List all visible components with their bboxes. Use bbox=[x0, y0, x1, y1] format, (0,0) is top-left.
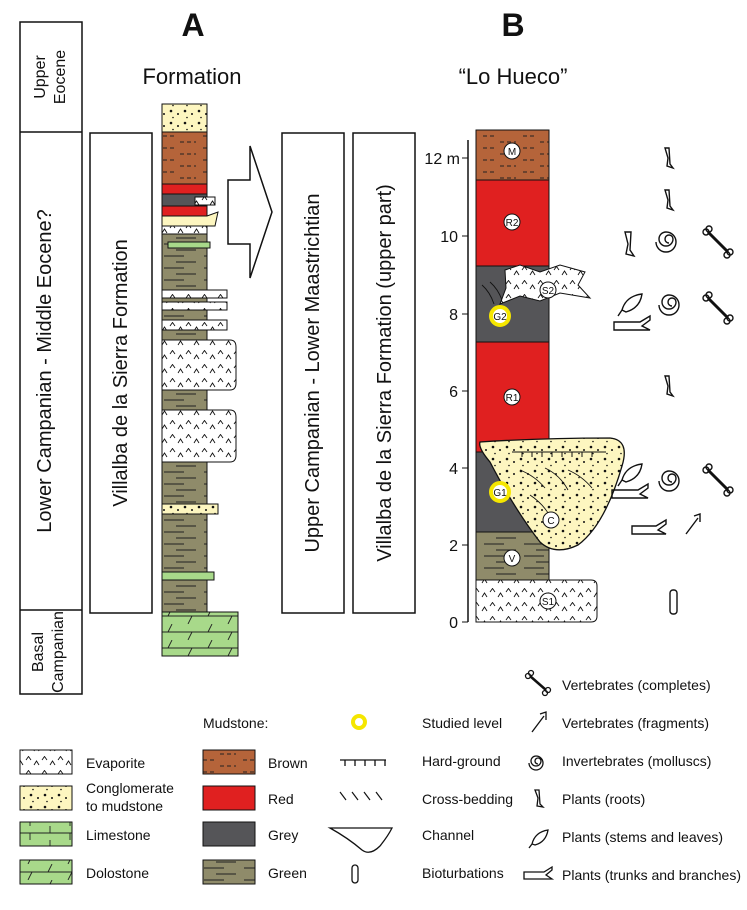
level-s2: S2 bbox=[542, 286, 555, 297]
legend-red: Red bbox=[268, 791, 294, 807]
shell-icon bbox=[658, 470, 680, 492]
svg-text:Villalba de la Sierra Formatio: Villalba de la Sierra Formation (upper p… bbox=[374, 184, 396, 562]
studied-level-icon bbox=[351, 714, 367, 730]
level-m: M bbox=[508, 147, 516, 158]
heading-formation: Formation bbox=[142, 64, 241, 89]
legend-mudstone-title: Mudstone: bbox=[203, 715, 268, 731]
shell-icon bbox=[655, 231, 677, 253]
bone-fragment-legend-icon bbox=[531, 711, 547, 733]
level-c: C bbox=[547, 516, 554, 527]
legend-dolostone: Dolostone bbox=[86, 865, 149, 881]
tick-4: 4 bbox=[449, 461, 458, 478]
bone-fragment-icon bbox=[685, 513, 701, 535]
trunk-icon bbox=[613, 314, 651, 331]
legend-vertebrates-fragments: Vertebrates (fragments) bbox=[562, 715, 709, 731]
legend-hard-ground: Hard-ground bbox=[422, 753, 501, 769]
column-b bbox=[475, 129, 625, 623]
legend-cross-bedding: Cross-bedding bbox=[422, 791, 513, 807]
legend-evaporite: Evaporite bbox=[86, 755, 145, 771]
legend-invertebrates: Invertebrates (molluscs) bbox=[562, 753, 711, 769]
tick-0: 0 bbox=[449, 615, 458, 632]
level-g1: G1 bbox=[493, 488, 507, 499]
trunk-icon bbox=[611, 482, 649, 499]
leaf-legend-icon bbox=[528, 829, 549, 849]
bone-icon bbox=[702, 291, 734, 325]
root-legend-icon bbox=[534, 789, 545, 808]
root-icon bbox=[664, 189, 675, 212]
tick-2: 2 bbox=[449, 538, 458, 555]
legend: Evaporite Conglomerate to mudstone Limes… bbox=[19, 669, 741, 885]
axis-unit-label: 12 m bbox=[424, 151, 460, 168]
age-column: Upper Eocene Lower Campanian - Middle Eo… bbox=[19, 21, 83, 695]
formation-box-villalba-a: Villalba de la Sierra Formation bbox=[89, 132, 153, 614]
level-r2: R2 bbox=[506, 218, 519, 229]
root-icon bbox=[664, 147, 675, 170]
cross-bedding-icon bbox=[339, 791, 383, 801]
age-upper: Upper bbox=[32, 55, 49, 99]
level-markers: M R2 S2 G2 R1 G1 C V S1 bbox=[489, 142, 560, 610]
age-campanian: Campanian bbox=[50, 611, 67, 693]
bioturbation-legend-icon bbox=[351, 864, 359, 884]
leaf-icon bbox=[617, 463, 643, 487]
legend-limestone: Limestone bbox=[86, 827, 151, 843]
fossil-symbols bbox=[611, 147, 734, 615]
age-lower-campanian-middle-eocene: Lower Campanian - Middle Eocene? bbox=[34, 209, 56, 533]
legend-conglomerate: Conglomerate bbox=[86, 780, 174, 796]
shell-legend-icon bbox=[528, 755, 544, 771]
legend-brown: Brown bbox=[268, 755, 308, 771]
level-s1: S1 bbox=[542, 597, 555, 608]
level-r1: R1 bbox=[506, 393, 519, 404]
leaf-icon bbox=[617, 293, 643, 317]
level-v: V bbox=[509, 554, 516, 565]
bone-icon bbox=[702, 225, 734, 259]
formation-box-stage-b: Upper Campanian - Lower Maastrichtian bbox=[281, 132, 345, 614]
heading-lo-hueco: “Lo Hueco” bbox=[459, 64, 568, 89]
legend-channel: Channel bbox=[422, 827, 474, 843]
legend-green: Green bbox=[268, 865, 307, 881]
legend-plants-roots: Plants (roots) bbox=[562, 791, 645, 807]
bioturbation-icon bbox=[669, 589, 678, 615]
age-eocene: Eocene bbox=[52, 50, 69, 104]
root-icon bbox=[664, 375, 675, 398]
column-a bbox=[161, 103, 239, 657]
arrow-shape bbox=[227, 145, 273, 279]
tick-8: 8 bbox=[449, 307, 458, 324]
trunk-legend-icon bbox=[523, 865, 555, 880]
svg-text:Upper Campanian - Lower Maastr: Upper Campanian - Lower Maastrichtian bbox=[302, 193, 324, 552]
age-basal: Basal bbox=[30, 632, 47, 672]
legend-bioturbations: Bioturbations bbox=[422, 865, 504, 881]
tick-10: 10 bbox=[440, 229, 458, 246]
tick-6: 6 bbox=[449, 384, 458, 401]
scale-axis: 12 m 10 8 6 4 2 0 bbox=[424, 140, 469, 632]
shell-icon bbox=[658, 294, 680, 316]
legend-vertebrates-complete: Vertebrates (completes) bbox=[562, 677, 711, 693]
legend-studied-level: Studied level bbox=[422, 715, 502, 731]
legend-grey: Grey bbox=[268, 827, 298, 843]
legend-conglomerate-2: to mudstone bbox=[86, 798, 163, 814]
channel-icon bbox=[327, 827, 394, 853]
heading-a: A bbox=[181, 7, 204, 43]
bone-icon bbox=[702, 463, 734, 497]
legend-plants-stems: Plants (stems and leaves) bbox=[562, 829, 723, 845]
formation-box-villalba-b: Villalba de la Sierra Formation (upper p… bbox=[352, 132, 416, 614]
bone-legend-icon bbox=[524, 669, 552, 697]
level-g2: G2 bbox=[493, 312, 507, 323]
trunk-icon bbox=[631, 518, 667, 535]
legend-plants-trunks: Plants (trunks and branches) bbox=[562, 867, 741, 883]
root-icon bbox=[624, 231, 636, 258]
hardground-icon bbox=[340, 759, 386, 766]
svg-text:Villalba de la Sierra Formatio: Villalba de la Sierra Formation bbox=[110, 239, 132, 507]
heading-b: B bbox=[501, 7, 524, 43]
